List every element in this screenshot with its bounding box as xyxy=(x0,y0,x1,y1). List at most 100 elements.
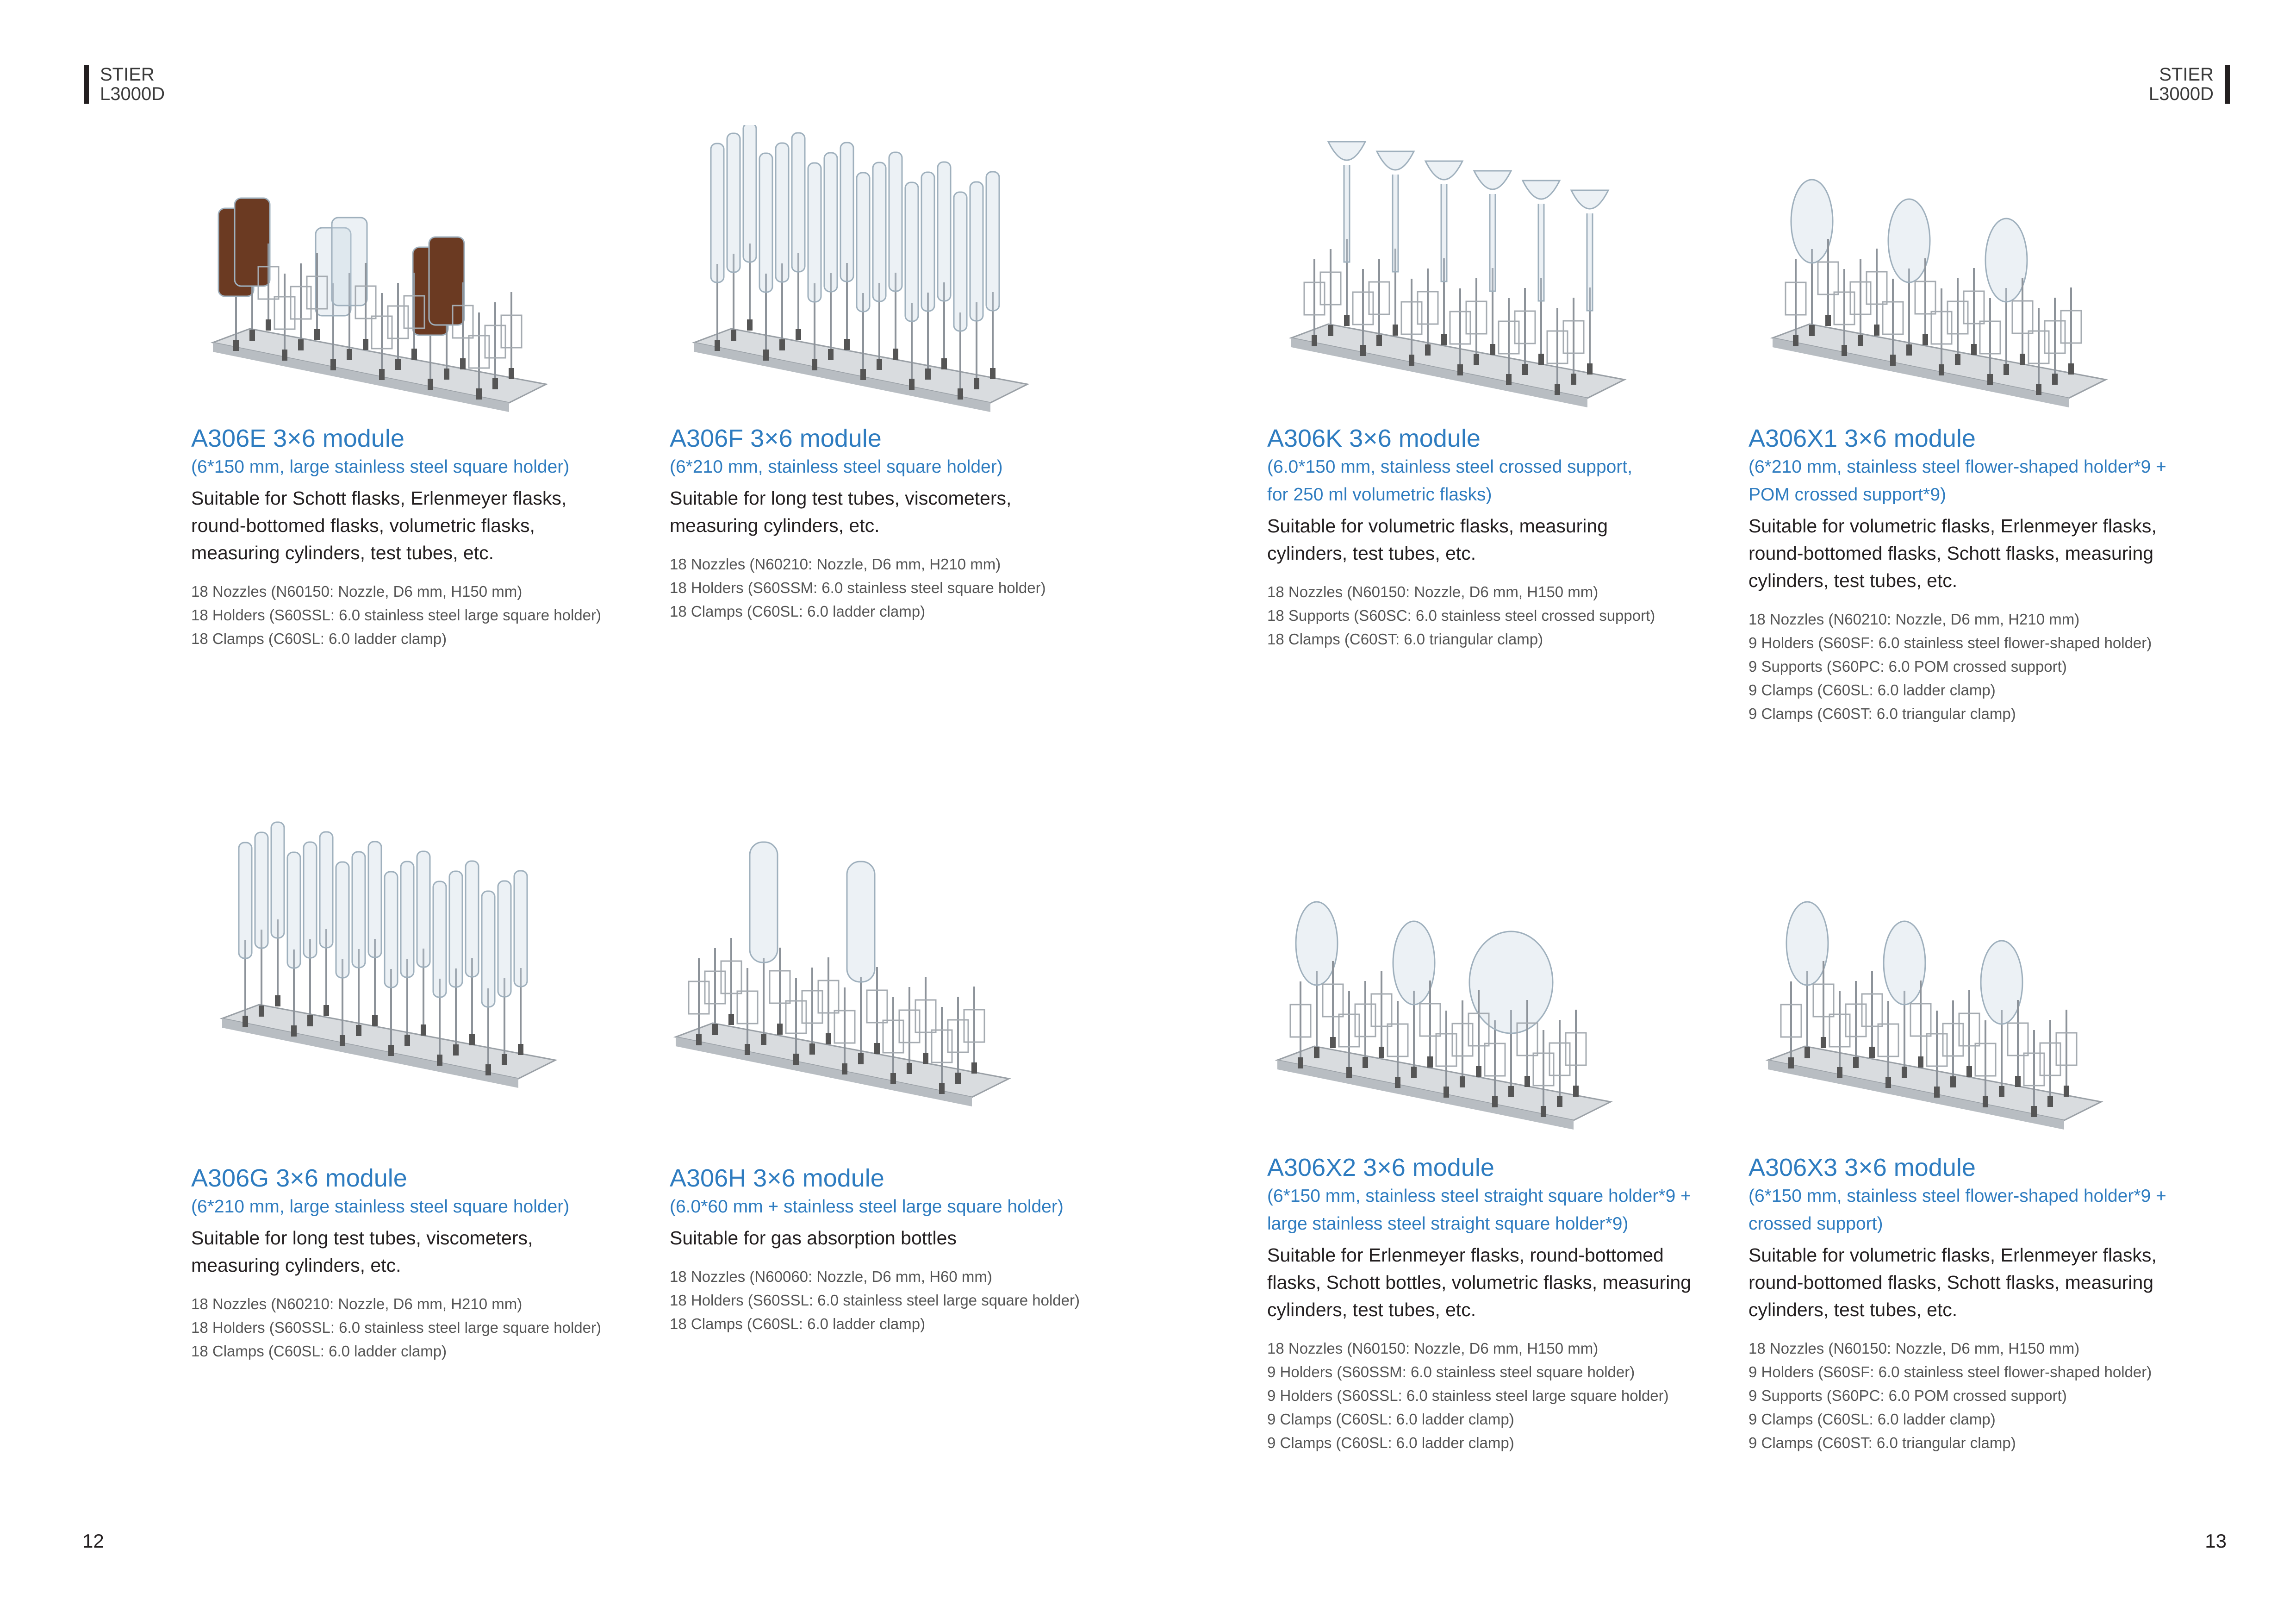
subtitle-line: (6.0*60 mm + stainless steel large squar… xyxy=(670,1197,1064,1217)
description-line: round-bottomed flasks, Schott flasks, me… xyxy=(1748,1272,2154,1293)
product-description: Suitable for long test tubes, viscometer… xyxy=(670,485,1132,539)
description-line: round-bottomed flasks, volumetric flasks… xyxy=(191,515,535,536)
spec-item: 18 Nozzles (N60060: Nozzle, D6 mm, H60 m… xyxy=(670,1268,992,1285)
product-description: Suitable for volumetric flasks, Erlenmey… xyxy=(1748,1242,2211,1324)
spec-item: 18 Nozzles (N60150: Nozzle, D6 mm, H150 … xyxy=(1267,583,1599,600)
rack-with-volumetric-flasks-icon xyxy=(1288,141,1627,407)
product-subtitle: (6*150 mm, large stainless steel square … xyxy=(191,453,654,481)
subtitle-line: (6*210 mm, large stainless steel square … xyxy=(191,1197,570,1217)
rack-with-mixed-flasks-icon xyxy=(1770,179,2108,407)
product-spec-list: 18 Nozzles (N60150: Nozzle, D6 mm, H150 … xyxy=(191,580,654,650)
rack-with-round-flasks-icon xyxy=(1275,901,1613,1130)
spec-item: 18 Nozzles (N60210: Nozzle, D6 mm, H210 … xyxy=(191,1295,523,1312)
product-photo xyxy=(666,122,1083,421)
spec-item: 9 Holders (S60SF: 6.0 stainless steel fl… xyxy=(1748,1363,2152,1380)
brand-name: STIER xyxy=(100,64,155,85)
rack-with-cylinders-icon xyxy=(691,122,1030,412)
product-subtitle: (6*210 mm, stainless steel square holder… xyxy=(670,453,1132,481)
product-photo xyxy=(194,801,611,1097)
product-title: A306H 3×6 module xyxy=(670,1164,884,1192)
spec-item: 18 Nozzles (N60210: Nozzle, D6 mm, H210 … xyxy=(670,556,1001,573)
spec-item: 9 Clamps (C60SL: 6.0 ladder clamp) xyxy=(1748,1411,1996,1428)
spec-item: 18 Clamps (C60SL: 6.0 ladder clamp) xyxy=(670,1315,926,1332)
spec-item: 18 Holders (S60SSL: 6.0 stainless steel … xyxy=(670,1292,1080,1309)
description-line: Suitable for long test tubes, viscometer… xyxy=(191,1227,533,1249)
spec-item: 18 Clamps (C60SL: 6.0 ladder clamp) xyxy=(191,630,447,647)
product-block: A306X1 3×6 module (6*210 mm, stainless s… xyxy=(1748,424,2211,725)
description-line: cylinders, test tubes, etc. xyxy=(1748,1299,1958,1320)
spec-item: 18 Clamps (C60SL: 6.0 ladder clamp) xyxy=(191,1343,447,1360)
product-subtitle: (6*150 mm, stainless steel flower-shaped… xyxy=(1748,1182,2211,1238)
product-block: A306K 3×6 module (6.0*150 mm, stainless s… xyxy=(1267,424,1730,651)
spec-item: 9 Holders (S60SSM: 6.0 stainless steel s… xyxy=(1267,1363,1635,1380)
product-photo xyxy=(648,819,1064,1116)
subtitle-line: (6*150 mm, stainless steel flower-shaped… xyxy=(1748,1186,2166,1206)
product-title: A306X2 3×6 module xyxy=(1267,1154,1494,1181)
product-spec-list: 18 Nozzles (N60150: Nozzle, D6 mm, H150 … xyxy=(1748,1337,2211,1455)
product-description: Suitable for volumetric flasks, measurin… xyxy=(1267,512,1730,567)
product-photo xyxy=(1745,120,2161,417)
product-spec-list: 18 Nozzles (N60210: Nozzle, D6 mm, H210 … xyxy=(670,552,1132,623)
product-spec-list: 18 Nozzles (N60150: Nozzle, D6 mm, H150 … xyxy=(1267,1337,1730,1455)
description-line: measuring cylinders, etc. xyxy=(670,515,880,536)
page-number-left: 12 xyxy=(82,1530,104,1552)
product-title: A306K 3×6 module xyxy=(1267,425,1481,452)
spec-item: 18 Nozzles (N60150: Nozzle, D6 mm, H150 … xyxy=(1267,1340,1599,1357)
spec-item: 18 Holders (S60SSL: 6.0 stainless steel … xyxy=(191,606,601,624)
description-line: Suitable for volumetric flasks, measurin… xyxy=(1267,515,1608,537)
spec-item: 18 Supports (S60SC: 6.0 stainless steel … xyxy=(1267,607,1655,624)
product-description: Suitable for Schott flasks, Erlenmeyer f… xyxy=(191,485,654,567)
description-line: round-bottomed flasks, Schott flasks, me… xyxy=(1748,543,2154,564)
brand-header-left: STIER L3000D xyxy=(84,65,165,104)
spec-item: 18 Clamps (C60SL: 6.0 ladder clamp) xyxy=(670,603,926,620)
subtitle-line: POM crossed support*9) xyxy=(1748,485,1947,505)
spec-item: 9 Holders (S60SSL: 6.0 stainless steel l… xyxy=(1267,1387,1669,1404)
spec-item: 9 Clamps (C60SL: 6.0 ladder clamp) xyxy=(1748,681,1996,699)
product-subtitle: (6.0*150 mm, stainless steel crossed sup… xyxy=(1267,453,1730,509)
product-description: Suitable for long test tubes, viscometer… xyxy=(191,1224,654,1279)
product-subtitle: (6*210 mm, large stainless steel square … xyxy=(191,1193,654,1221)
product-block: A306F 3×6 module(6*210 mm, stainless ste… xyxy=(670,424,1132,623)
rack-with-gas-bottles-icon xyxy=(673,841,1011,1106)
product-spec-list: 18 Nozzles (N60210: Nozzle, D6 mm, H210 … xyxy=(191,1292,654,1363)
product-block: A306X3 3×6 module(6*150 mm, stainless st… xyxy=(1748,1153,2211,1455)
spec-item: 9 Supports (S60PC: 6.0 POM crossed suppo… xyxy=(1748,658,2067,675)
product-subtitle: (6*210 mm, stainless steel flower-shaped… xyxy=(1748,453,2211,509)
product-subtitle: (6.0*60 mm + stainless steel large squar… xyxy=(670,1193,1132,1221)
product-block: A306G 3×6 module (6*210 mm, large stainle… xyxy=(191,1163,654,1363)
product-title: A306X1 3×6 module xyxy=(1748,425,1976,452)
rack-with-bottles-icon xyxy=(210,197,548,412)
spec-item: 18 Holders (S60SSM: 6.0 stainless steel … xyxy=(670,579,1046,596)
description-line: Suitable for long test tubes, viscometer… xyxy=(670,487,1012,509)
brand-header-right: STIER L3000D xyxy=(2149,65,2230,104)
product-photo xyxy=(185,125,602,421)
brand-model: L3000D xyxy=(100,84,165,104)
spec-item: 18 Holders (S60SSL: 6.0 stainless steel … xyxy=(191,1319,601,1336)
product-photo xyxy=(1263,120,1680,417)
spec-item: 9 Clamps (C60SL: 6.0 ladder clamp) xyxy=(1267,1411,1514,1428)
description-line: Suitable for volumetric flasks, Erlenmey… xyxy=(1748,515,2157,537)
description-line: cylinders, test tubes, etc. xyxy=(1748,570,1958,591)
product-title: A306G 3×6 module xyxy=(191,1164,407,1192)
subtitle-line: (6*210 mm, stainless steel flower-shaped… xyxy=(1748,457,2166,477)
subtitle-line: (6*210 mm, stainless steel square holder… xyxy=(670,457,1003,477)
spec-item: 9 Clamps (C60SL: 6.0 ladder clamp) xyxy=(1267,1434,1514,1451)
spec-item: 18 Nozzles (N60210: Nozzle, D6 mm, H210 … xyxy=(1748,611,2080,628)
product-spec-list: 18 Nozzles (N60150: Nozzle, D6 mm, H150 … xyxy=(1267,580,1730,651)
rack-with-erlenmeyer-flasks-icon xyxy=(1765,901,2103,1130)
product-block: A306E 3×6 module(6*150 mm, large stainle… xyxy=(191,424,654,650)
product-photo xyxy=(1740,843,2157,1139)
subtitle-line: (6.0*150 mm, stainless steel crossed sup… xyxy=(1267,457,1633,477)
description-line: cylinders, test tubes, etc. xyxy=(1267,1299,1476,1320)
product-title: A306E 3×6 module xyxy=(191,425,404,452)
brand-name: STIER xyxy=(2159,64,2214,85)
subtitle-line: for 250 ml volumetric flasks) xyxy=(1267,485,1492,505)
product-block: A306X2 3×6 module(6*150 mm, stainless st… xyxy=(1267,1153,1730,1455)
subtitle-line: crossed support) xyxy=(1748,1214,1883,1234)
spec-item: 9 Supports (S60PC: 6.0 POM crossed suppo… xyxy=(1748,1387,2067,1404)
product-description: Suitable for gas absorption bottles xyxy=(670,1224,1132,1252)
spec-item: 18 Nozzles (N60150: Nozzle, D6 mm, H150 … xyxy=(191,583,523,600)
description-line: Suitable for Erlenmeyer flasks, round-bo… xyxy=(1267,1244,1664,1266)
spec-item: 9 Clamps (C60ST: 6.0 triangular clamp) xyxy=(1748,1434,2016,1451)
product-block: A306H 3×6 module (6.0*60 mm + stainless s… xyxy=(670,1163,1132,1336)
